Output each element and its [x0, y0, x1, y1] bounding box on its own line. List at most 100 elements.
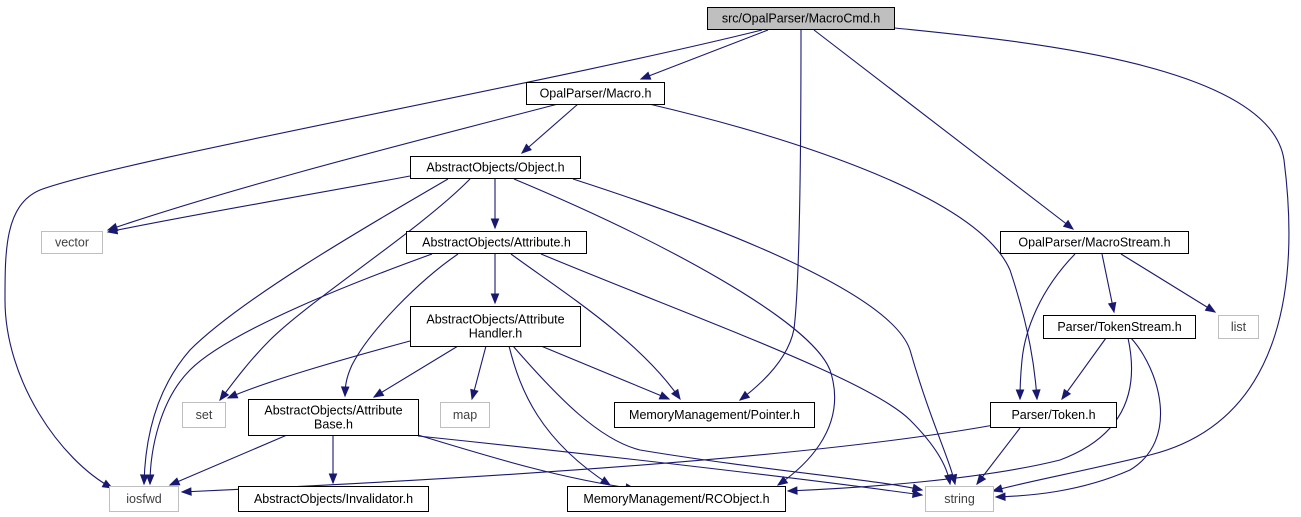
edge-macrocmd-to-string [894, 27, 1290, 493]
edge-line [149, 253, 433, 485]
node-vector: vector [41, 231, 103, 254]
edge-macrostream-to-list [1120, 253, 1217, 313]
edge-attrhandler-to-map [470, 345, 487, 401]
node-label: map [453, 408, 477, 422]
node-tokenstream[interactable]: Parser/TokenStream.h [1043, 315, 1196, 339]
edge-line [540, 345, 670, 400]
edge-line [813, 29, 1074, 230]
edge-line [1061, 337, 1107, 400]
node-label: MemoryManagement/RCObject.h [583, 492, 769, 506]
node-invalidator[interactable]: AbstractObjects/Invalidator.h [238, 486, 429, 512]
edge-line [510, 253, 681, 400]
edge-line [894, 27, 1290, 492]
edge-attribute-to-attrbase [340, 253, 459, 398]
edges-layer [4, 27, 1290, 502]
edge-arrowhead [490, 293, 500, 305]
node-token[interactable]: Parser/Token.h [990, 402, 1117, 428]
edge-line [107, 175, 411, 233]
edge-object-to-iosfwd [139, 178, 449, 486]
edge-object-to-vector [106, 175, 411, 235]
edge-arrowhead [976, 473, 987, 486]
node-rcobject[interactable]: MemoryManagement/RCObject.h [567, 486, 786, 512]
node-label: vector [55, 236, 89, 250]
edge-arrowhead [1062, 219, 1075, 230]
node-box [925, 486, 994, 512]
edge-arrowhead [219, 389, 230, 402]
edge-arrowhead [786, 486, 798, 495]
node-label: OpalParser/Macro.h [540, 87, 652, 101]
node-label: Handler.h [469, 327, 523, 341]
edge-object-to-string [572, 178, 958, 486]
node-list: list [1218, 315, 1259, 339]
node-iosfwd: iosfwd [109, 486, 179, 512]
edge-line [513, 178, 836, 486]
edge-line [572, 178, 956, 485]
edge-macro-to-token [648, 103, 1041, 401]
node-box [238, 486, 429, 512]
edge-attribute-to-iosfwd [145, 253, 433, 486]
edge-arrowhead [658, 391, 671, 400]
node-box [410, 306, 581, 347]
edge-attribute-to-pointer [510, 253, 681, 401]
node-box [410, 156, 581, 179]
edge-arrowhead [520, 143, 532, 154]
node-pointer[interactable]: MemoryManagement/Pointer.h [614, 402, 815, 428]
edge-line [1019, 253, 1076, 400]
edge-arrowhead [1107, 301, 1117, 314]
node-macrocmd[interactable]: src/OpalParser/MacroCmd.h [707, 7, 895, 30]
edge-arrowhead [328, 473, 338, 485]
edge-arrowhead [776, 476, 789, 486]
edge-macrocmd-to-pointer [738, 29, 802, 401]
edge-tokenstream-to-string [994, 337, 1162, 502]
edge-arrowhead [671, 388, 681, 401]
edge-line [648, 103, 1038, 400]
node-attribute[interactable]: AbstractObjects/Attribute.h [406, 231, 587, 254]
node-box [1000, 231, 1189, 254]
edge-arrowhead [991, 484, 1004, 493]
edge-line [417, 434, 636, 490]
node-label: AbstractObjects/Attribute.h [422, 236, 571, 250]
node-label: src/OpalParser/MacroCmd.h [722, 12, 880, 26]
edge-line [521, 103, 579, 154]
edge-macro-to-object [520, 103, 579, 154]
node-box [1218, 315, 1259, 339]
edge-arrowhead [1204, 303, 1217, 313]
edge-arrowhead [226, 390, 239, 399]
node-box [41, 231, 103, 254]
edge-arrowhead [168, 477, 181, 486]
edge-attrhandler-to-set [226, 340, 411, 399]
node-label: MemoryManagement/Pointer.h [629, 408, 800, 422]
edge-arrowhead [1015, 389, 1025, 401]
node-label: Parser/TokenStream.h [1057, 320, 1181, 334]
node-object[interactable]: AbstractObjects/Object.h [410, 156, 581, 179]
edge-macrostream-to-token [1015, 253, 1076, 401]
edge-attrbase-to-invalidator [328, 435, 338, 485]
edge-arrowhead [145, 474, 155, 486]
node-string: string [925, 486, 994, 512]
edge-arrowhead [106, 225, 119, 235]
edge-line [344, 253, 459, 397]
node-box [1043, 315, 1196, 339]
edge-attrhandler-to-string [512, 345, 924, 493]
edge-line [508, 345, 611, 486]
node-label: iosfwd [126, 492, 161, 506]
edge-arrowhead [139, 474, 149, 486]
edge-attribute-to-string [540, 253, 953, 486]
node-label: list [1231, 320, 1247, 334]
node-label: AbstractObjects/Object.h [426, 161, 564, 175]
edge-line [227, 340, 411, 399]
edge-arrowhead [470, 388, 479, 401]
edge-object-to-set [219, 178, 471, 402]
edge-arrowhead [1061, 388, 1072, 401]
node-box [567, 486, 786, 512]
edge-attrhandler-to-rcobject [508, 345, 612, 486]
node-macrostream[interactable]: OpalParser/MacroStream.h [1000, 231, 1189, 254]
node-box [614, 402, 815, 428]
node-macro[interactable]: OpalParser/Macro.h [526, 82, 665, 105]
edge-line [640, 29, 769, 80]
edge-arrowhead [912, 489, 924, 498]
edge-line [169, 434, 288, 486]
